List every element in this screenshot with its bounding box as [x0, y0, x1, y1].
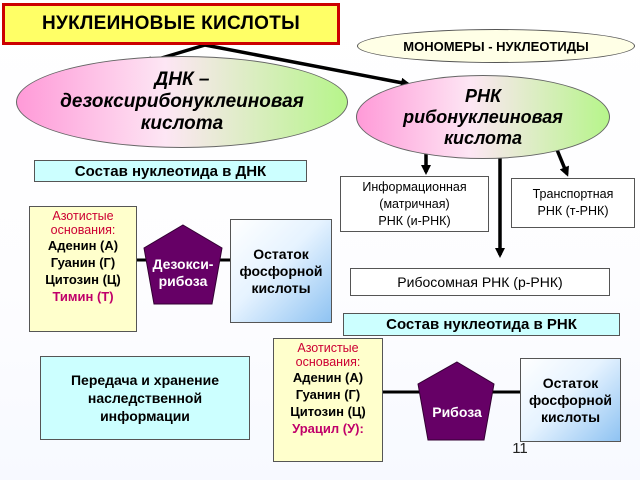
rna-base-uracil: Урацил (У): [292, 421, 364, 436]
rna-sugar-pentagon [417, 361, 495, 441]
rna-bases-heading2: основания: [295, 355, 361, 369]
dna-phosphate-line3: кислоты [251, 279, 311, 296]
dna-sugar-line2: рибоза [158, 273, 208, 289]
dna-line1: ДНК – [154, 69, 210, 90]
main-title: НУКЛЕИНОВЫЕ КИСЛОТЫ [2, 3, 340, 45]
heredity-line3: информации [100, 408, 190, 424]
transport-rna-line2: РНК (т-РНК) [537, 204, 609, 218]
dna-composition-label: Состав нуклеотида в ДНК [34, 160, 307, 182]
info-rna-line3: РНК (и-РНК) [378, 213, 451, 228]
rna-base-guanine: Гуанин (Г) [295, 387, 361, 402]
dna-sugar-pentagon [143, 224, 223, 305]
dna-base-cytosine: Цитозин (Ц) [45, 272, 121, 287]
heredity-line1: Передача и хранение [70, 372, 220, 388]
rna-bases-heading1: Азотистые [297, 341, 359, 355]
rna-line2: рибонуклеиновая [403, 106, 563, 127]
dna-sugar-line1: Дезокси- [152, 256, 214, 272]
page-number: 11 [512, 440, 528, 457]
dna-line2: дезоксирибонуклеиновая [60, 91, 304, 112]
dna-bases-heading1: Азотистые [52, 209, 114, 223]
info-rna-box: Информационная (матричная) РНК (и-РНК) [340, 176, 489, 232]
dna-bases-heading2: основания: [50, 223, 116, 237]
rna-base-adenine: Аденин (А) [292, 370, 364, 385]
rna-line3: кислота [443, 127, 523, 148]
rna-sugar-label: Рибоза [432, 404, 482, 420]
dna-base-thymine: Тимин (Т) [52, 289, 114, 304]
transport-rna-line1: Транспортная [532, 187, 614, 201]
rna-bases-box: Азотистые основания: Аденин (А) Гуанин (… [273, 338, 383, 462]
dna-phosphate-line1: Остаток [253, 245, 309, 262]
monomers-label: МОНОМЕРЫ - НУКЛЕОТИДЫ [357, 29, 635, 63]
heredity-box: Передача и хранение наследственной инфор… [40, 356, 250, 440]
transport-rna-box: Транспортная РНК (т-РНК) [511, 178, 635, 228]
heredity-line2: наследственной [87, 390, 203, 406]
rna-phosphate-line2: фосфорной [528, 391, 612, 408]
dna-phosphate-line2: фосфорной [239, 262, 323, 279]
dna-sugar-label: Дезокси- рибоза [140, 256, 226, 290]
dna-base-adenine: Аденин (А) [47, 238, 119, 253]
rna-phosphate-line1: Остаток [542, 374, 599, 391]
ribosomal-rna-box: Рибосомная РНК (р-РНК) [350, 268, 610, 296]
rna-ellipse: РНК рибонуклеиновая кислота [356, 75, 610, 159]
arrow-to-rna [204, 43, 411, 88]
dna-line3: кислота [140, 113, 224, 134]
dna-bases-box: Азотистые основания: Аденин (А) Гуанин (… [29, 206, 137, 332]
rna-phosphate-box: Остаток фосфорной кислоты [520, 358, 621, 442]
dna-base-guanine: Гуанин (Г) [50, 255, 116, 270]
dna-phosphate-box: Остаток фосфорной кислоты [230, 219, 332, 323]
info-rna-line2: (матричная) [379, 196, 450, 211]
rna-composition-label: Состав нуклеотида в РНК [343, 313, 620, 336]
rna-phosphate-line3: кислоты [540, 408, 601, 425]
rna-base-cytosine: Цитозин (Ц) [290, 404, 366, 419]
info-rna-line1: Информационная [362, 179, 467, 194]
rna-line1: РНК [464, 85, 502, 106]
dna-ellipse: ДНК – дезоксирибонуклеиновая кислота [16, 56, 348, 148]
